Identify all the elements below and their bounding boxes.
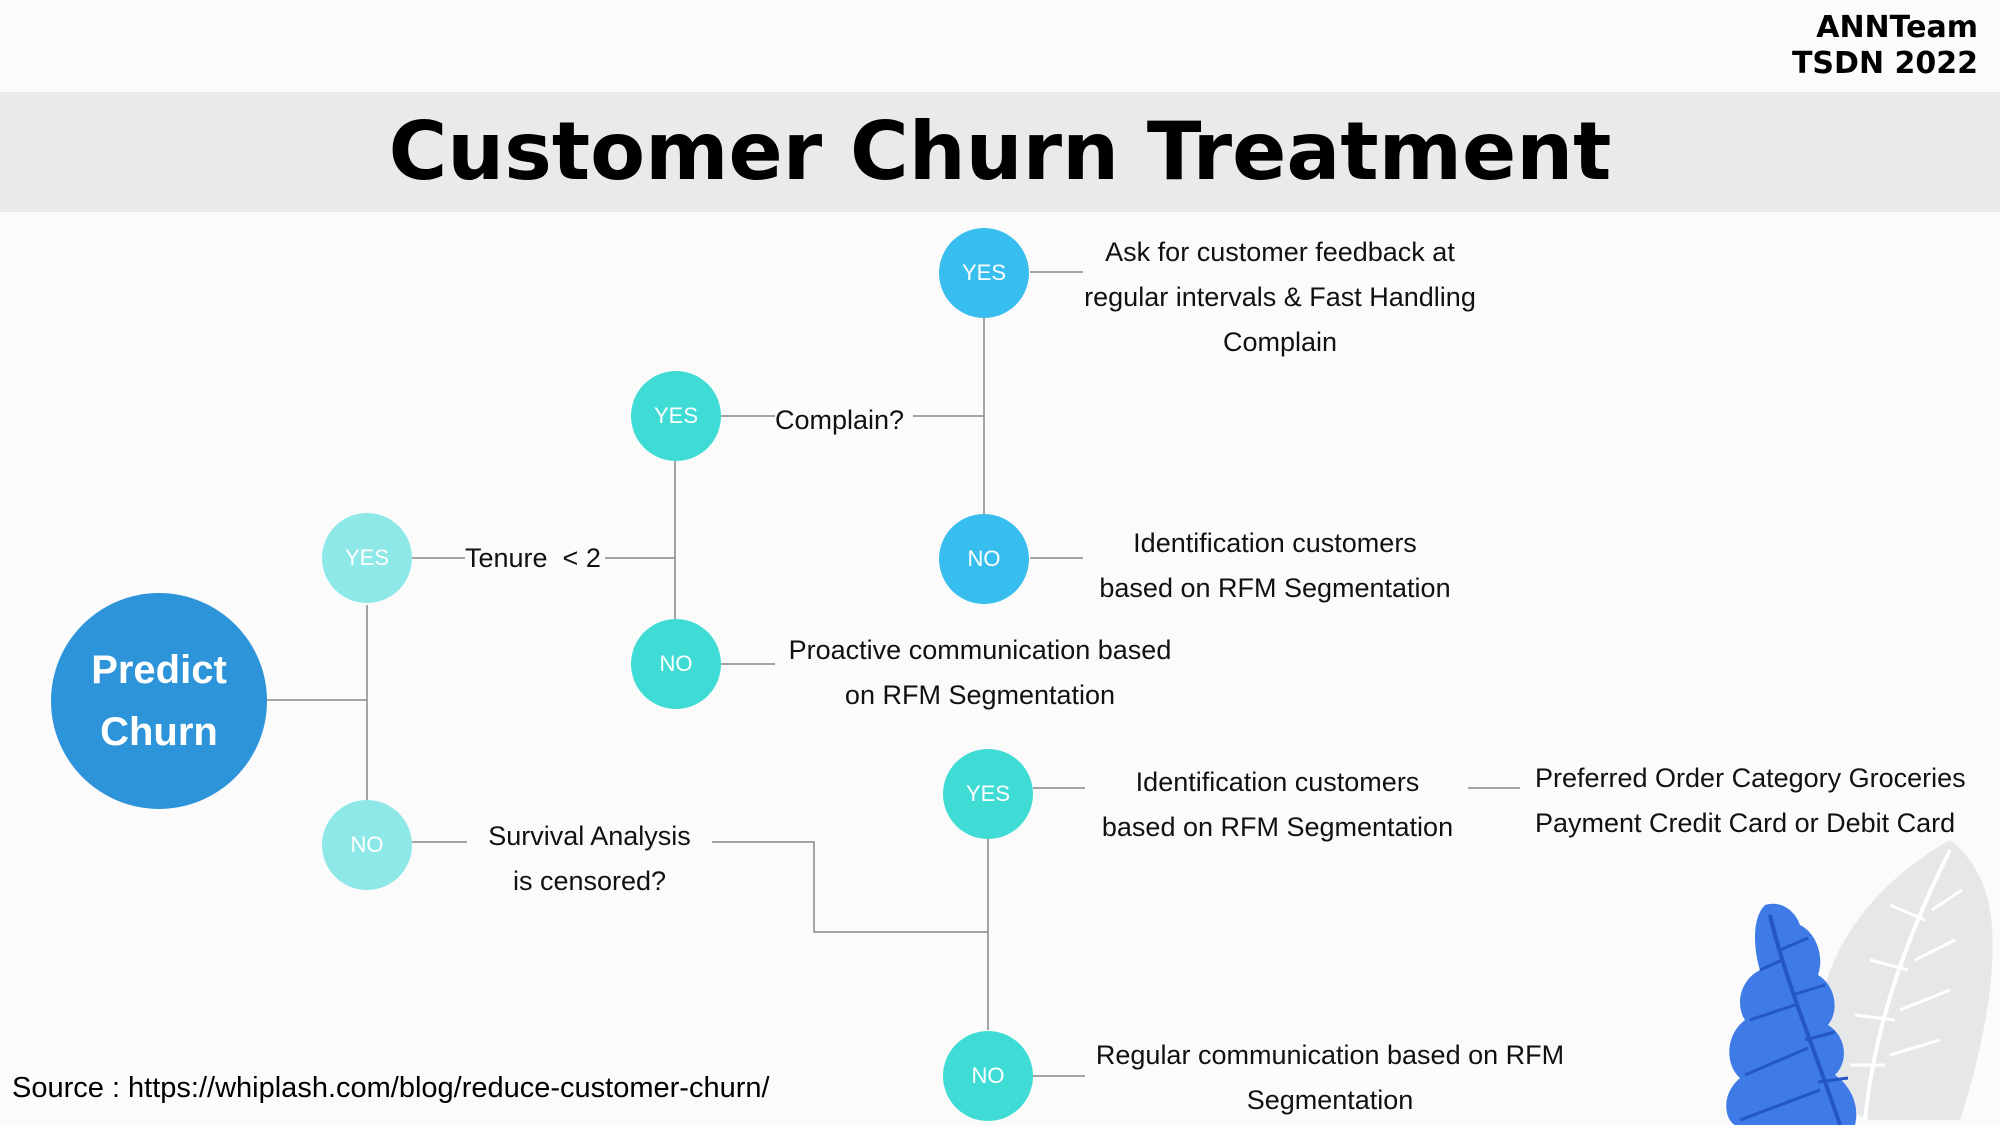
- label-survival: Survival Analysis is censored?: [467, 814, 712, 904]
- source-citation: Source : https://whiplash.com/blog/reduc…: [12, 1072, 770, 1104]
- label-complain: Complain?: [775, 405, 905, 435]
- node-no-survival: NO: [322, 800, 412, 890]
- blue-leaf-icon: [1726, 903, 1857, 1125]
- node-yes-feedback: YES: [939, 228, 1029, 318]
- label-proactive: Proactive communication based on RFM Seg…: [775, 628, 1185, 718]
- label-preferred-line2: Payment Credit Card or Debit Card: [1535, 808, 1956, 838]
- node-no-proactive: NO: [631, 619, 721, 709]
- grey-leaf-icon: [1818, 840, 1993, 1121]
- root-label-line2: Churn: [100, 710, 218, 754]
- label-preferred-line1: Preferred Order Category Groceries: [1535, 763, 1966, 793]
- label-rfm-identification-2: Identification customers based on RFM Se…: [1085, 760, 1470, 850]
- label-survival-line2: is censored?: [512, 866, 667, 896]
- page-title: Customer Churn Treatment: [388, 105, 1612, 198]
- node-yes-tenure: YES: [322, 513, 412, 603]
- event-name: TSDN 2022: [1791, 46, 1978, 81]
- node-yes-complain: YES: [631, 371, 721, 461]
- label-preferred: Preferred Order Category Groceries Payme…: [1535, 756, 1985, 846]
- node-yes-censored: YES: [943, 749, 1033, 839]
- leaf-illustration-icon: [1726, 840, 1993, 1125]
- label-survival-line1: Survival Analysis: [488, 821, 691, 851]
- root-node-predict-churn: Predict Churn: [51, 593, 267, 809]
- label-tenure: Tenure < 2: [465, 543, 601, 573]
- label-rfm-identification-2-line1: Identification customers: [1135, 767, 1420, 797]
- label-regular: Regular communication based on RFM Segme…: [1085, 1033, 1575, 1123]
- connector-survival-elbow: [712, 841, 988, 933]
- node-no-rfm: NO: [939, 514, 1029, 604]
- label-regular-line2: Segmentation: [1246, 1085, 1414, 1115]
- label-regular-line1: Regular communication based on RFM: [1095, 1040, 1565, 1070]
- label-rfm-identification-2-line2: based on RFM Segmentation: [1101, 812, 1454, 842]
- label-feedback-line2: regular intervals & Fast Handling: [1084, 282, 1476, 312]
- node-no-censored: NO: [943, 1031, 1033, 1121]
- label-rfm-identification-1-line2: based on RFM Segmentation: [1099, 573, 1451, 603]
- title-band: [0, 92, 2000, 212]
- label-feedback: Ask for customer feedback at regular int…: [1075, 230, 1485, 365]
- label-rfm-identification-1-line1: Identification customers: [1133, 528, 1417, 558]
- team-name: ANNTeam: [1816, 10, 1978, 45]
- label-rfm-identification-1: Identification customers based on RFM Se…: [1085, 521, 1465, 611]
- label-proactive-line1: Proactive communication based: [788, 635, 1172, 665]
- label-feedback-line3: Complain: [1222, 327, 1338, 357]
- root-label-line1: Predict: [91, 648, 227, 692]
- team-credit: ANNTeam TSDN 2022: [1792, 10, 1978, 82]
- label-feedback-line1: Ask for customer feedback at: [1105, 237, 1455, 267]
- label-proactive-line2: on RFM Segmentation: [844, 680, 1116, 710]
